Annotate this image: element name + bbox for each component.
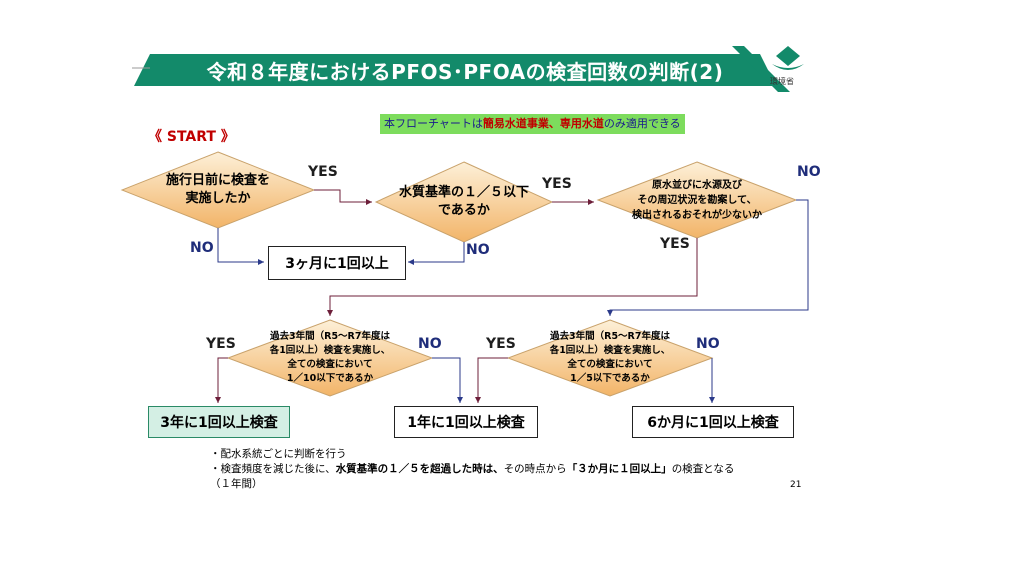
footnote-2-c: その時点から bbox=[503, 463, 567, 475]
d1-yes-label: YES bbox=[308, 164, 338, 180]
footnotes: ・配水系統ごとに判断を行う ・検査頻度を減じた後に、水質基準の１／５を超過した時… bbox=[210, 447, 734, 492]
footnote-2-d: 「３か月に１回以上」 bbox=[566, 463, 672, 475]
decision-5-line-2: 各1回以上）検査を実施し、 bbox=[549, 345, 671, 356]
footnote-2-a: ・検査頻度を減じた後に、 bbox=[210, 463, 336, 475]
result-one-year-box: 1年に1回以上検査 bbox=[394, 406, 538, 438]
arrow-d3-no bbox=[607, 199, 809, 316]
d2-yes-label: YES bbox=[542, 176, 572, 192]
result-six-month-box: 6か月に1回以上検査 bbox=[632, 406, 794, 438]
footnote-2-e: の検査となる bbox=[671, 463, 735, 475]
d3-yes-label: YES bbox=[660, 236, 690, 252]
page-title: 令和８年度におけるPFOS･PFOAの検査回数の判断(2) bbox=[206, 59, 724, 84]
d3-no-label: NO bbox=[797, 164, 821, 180]
decision-3-line-2: その周辺状況を勘案して、 bbox=[637, 194, 757, 206]
decision-2-line-1: 水質基準の１／５以下 bbox=[398, 185, 529, 200]
arrow-d1-yes bbox=[314, 189, 372, 205]
arrow-d3-yes bbox=[327, 238, 698, 316]
applicability-note: 本フローチャートは簡易水道事業、専用水道のみ適用できる bbox=[380, 114, 685, 134]
decision-5-text: 過去3年間（R5～R7年度は各1回以上）検査を実施し、全ての検査において 1／5以… bbox=[526, 328, 694, 388]
decision-4-line-2: 各1回以上）検査を実施し、 bbox=[269, 345, 391, 356]
title-banner-shape bbox=[134, 54, 776, 86]
arrow-d2-no bbox=[408, 242, 465, 265]
decision-5-line-4: 1／5以下であるか bbox=[570, 373, 650, 384]
decision-3-line-1: 原水並びに水源及び bbox=[652, 179, 742, 191]
title-banner-accent bbox=[732, 46, 790, 92]
decision-1-text: 施行日前に検査を実施したか bbox=[138, 166, 298, 214]
decision-1-line-2: 実施したか bbox=[185, 191, 251, 206]
decision-1-line-1: 施行日前に検査を bbox=[165, 173, 270, 188]
decision-2-text: 水質基準の１／５以下であるか bbox=[384, 178, 544, 226]
decision-5-line-3: 全ての検査において bbox=[567, 359, 653, 370]
decision-5-line-1: 過去3年間（R5～R7年度は bbox=[550, 331, 670, 342]
d4-yes-label: YES bbox=[206, 336, 236, 352]
arrow-d1-no bbox=[217, 228, 264, 265]
decision-4-text: 過去3年間（R5～R7年度は各1回以上）検査を実施し、全ての検査において 1／10… bbox=[246, 328, 414, 388]
start-label: 《 START 》 bbox=[148, 129, 235, 145]
footnote-3: （１年間） bbox=[210, 478, 263, 490]
decision-3-line-3: 検出されるおそれが少ないか bbox=[632, 209, 762, 221]
decision-4-line-4: 1／10以下であるか bbox=[286, 373, 374, 384]
arrow-d4-no bbox=[432, 357, 463, 403]
decision-2-line-2: であるか bbox=[438, 203, 490, 218]
footnote-2: ・検査頻度を減じた後に、水質基準の１／５を超過した時は、その時点から「３か月に１… bbox=[210, 462, 734, 477]
decision-diamond-4 bbox=[226, 319, 434, 397]
decision-4-line-3: 全ての検査において bbox=[287, 359, 373, 370]
result-quarterly-box: 3ヶ月に1回以上 bbox=[268, 246, 406, 280]
decision-4-line-1: 過去3年間（R5～R7年度は bbox=[270, 331, 390, 342]
footnote-2-b: 水質基準の１／５を超過した時は、 bbox=[335, 463, 504, 475]
d5-yes-label: YES bbox=[486, 336, 516, 352]
logo-caption: 環境省 bbox=[770, 77, 794, 86]
d1-no-label: NO bbox=[190, 240, 214, 256]
d2-no-label: NO bbox=[466, 242, 490, 258]
d4-no-label: NO bbox=[418, 336, 442, 352]
ministry-logo-icon bbox=[772, 46, 804, 70]
note-highlight: 簡易水道事業、専用水道 bbox=[482, 117, 604, 130]
arrow-d5-yes bbox=[475, 357, 508, 403]
arrow-d4-yes bbox=[215, 357, 228, 403]
footnote-1: ・配水系統ごとに判断を行う bbox=[210, 448, 347, 460]
note-prefix: 本フローチャートは bbox=[384, 117, 483, 130]
note-suffix: のみ適用できる bbox=[603, 117, 681, 130]
decision-3-text: 原水並びに水源及びその周辺状況を勘案して、検出されるおそれが少ないか bbox=[612, 174, 782, 226]
decision-diamond-5 bbox=[506, 319, 714, 397]
page-number: 21 bbox=[790, 480, 802, 490]
result-three-year-box: 3年に1回以上検査 bbox=[148, 406, 290, 438]
d5-no-label: NO bbox=[696, 336, 720, 352]
